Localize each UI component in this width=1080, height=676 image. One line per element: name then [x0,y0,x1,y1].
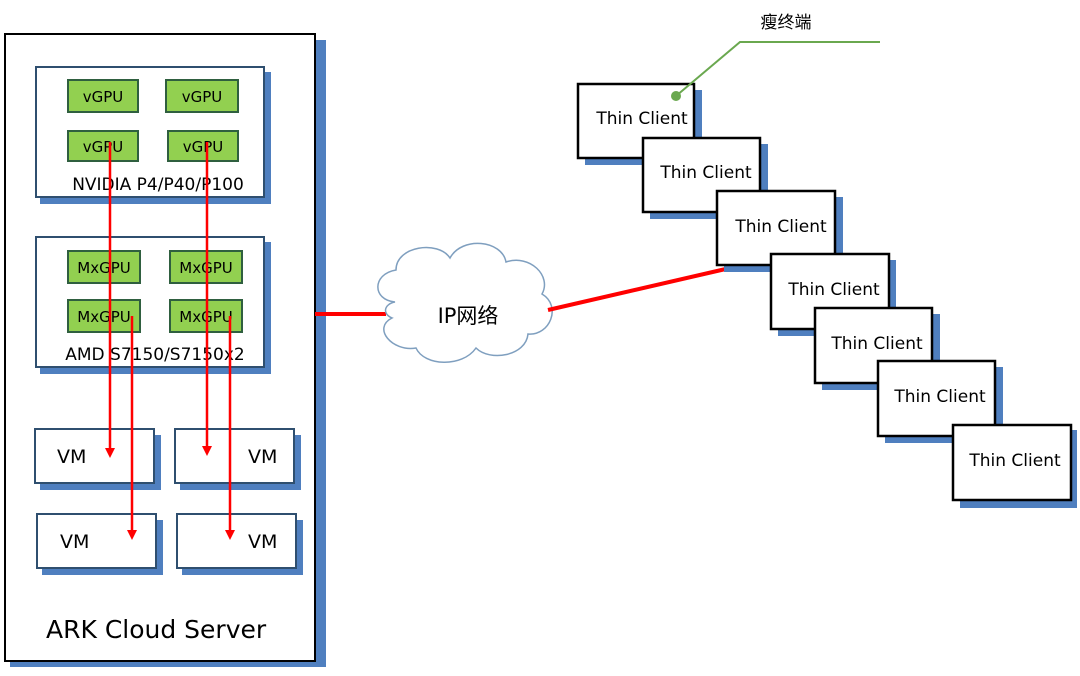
gpu-vm-arrows [105,142,235,540]
thin-client-label-1: Thin Client [595,109,688,129]
callout-label: 瘦终端 [761,13,812,33]
server-group: ARK Cloud Server vGPU vGPU vGPU vGPU NVI… [4,33,326,667]
cloud-icon [377,242,553,363]
thin-client-label-5: Thin Client [830,334,923,354]
vgpu-label-2: vGPU [182,88,223,106]
network-to-clients-link [547,266,731,312]
vm-box-2 [174,428,295,484]
vm-box-1 [34,428,155,484]
vm-row-2: VM VM [36,513,303,575]
thin-client-label-2: Thin Client [659,163,752,183]
thin-client-3: Thin Client [715,189,843,272]
mxgpu-box-3 [67,299,141,333]
vm-box-3 [36,513,157,569]
nvidia-panel: vGPU vGPU vGPU vGPU NVIDIA P4/P40/P100 [35,66,271,204]
nvidia-label: NVIDIA P4/P40/P100 [72,175,244,195]
vgpu-label-1: vGPU [83,88,124,106]
vm-label-4: VM [248,531,277,553]
thin-client-callout: 瘦终端 [671,13,880,101]
vgpu-box-4 [167,130,239,162]
server-label: ARK Cloud Server [46,615,267,644]
amd-label: AMD S7150/S7150x2 [65,345,245,365]
thin-client-box-7 [951,423,1073,502]
thin-client-stack: Thin Client Thin Client Thin Client Thin… [576,82,1077,508]
thin-client-label-4: Thin Client [787,280,880,300]
thin-client-label-3: Thin Client [734,217,827,237]
vm-label-3: VM [60,531,89,553]
thin-client-box-3 [715,189,837,267]
network-label: IP网络 [438,304,499,328]
thin-client-label-6: Thin Client [893,387,986,407]
thin-client-7: Thin Client [951,423,1077,508]
network-cloud: IP网络 [377,242,553,363]
vm-row-1: VM VM [34,428,301,490]
vm-label-1: VM [57,446,86,468]
callout-leader-line [675,41,880,97]
mxgpu-label-3: MxGPU [77,308,130,326]
vgpu-box-3 [67,130,139,162]
callout-dot [671,91,681,101]
mxgpu-label-1: MxGPU [77,259,130,277]
amd-panel: MxGPU MxGPU MxGPU MxGPU AMD S7150/S7150x… [35,236,271,374]
vm-box-4 [176,513,297,569]
vgpu-label-4: vGPU [183,138,224,156]
thin-client-label-7: Thin Client [968,451,1061,471]
thin-client-box-6 [876,359,997,438]
thin-client-box-5 [813,306,934,385]
vgpu-box-1 [67,79,139,113]
mxgpu-box-1 [67,250,141,284]
vgpu-box-2 [165,79,239,113]
thin-client-5: Thin Client [813,306,940,390]
vgpu-label-3: vGPU [83,138,124,156]
vm-label-2: VM [248,446,277,468]
